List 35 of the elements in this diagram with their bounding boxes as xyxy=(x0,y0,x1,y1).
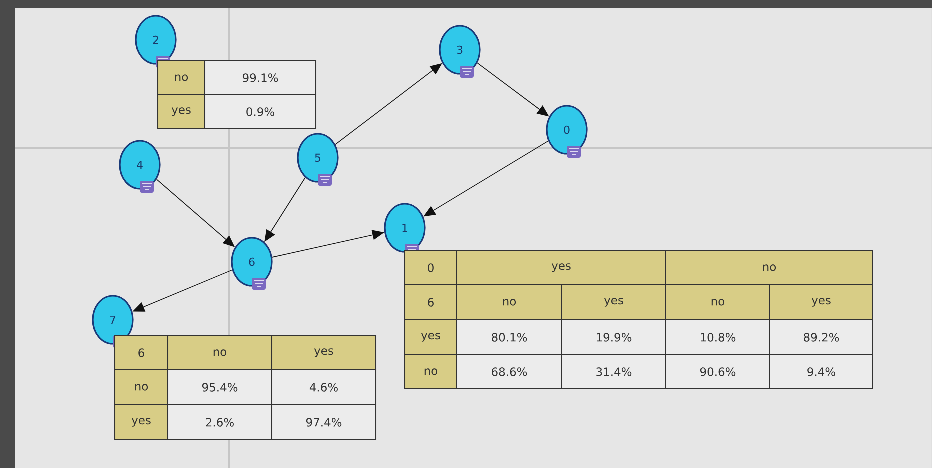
table-cell: yes xyxy=(562,284,666,320)
table-cell: yes xyxy=(158,94,206,130)
table-cell: no xyxy=(666,250,874,286)
table-cell: 99.1% xyxy=(204,60,316,96)
variable-node: 0 xyxy=(546,105,588,155)
table-cell: 6 xyxy=(404,284,458,320)
table-cell: 80.1% xyxy=(456,320,562,356)
variable-node: 2 xyxy=(135,15,177,65)
table-cell: 89.2% xyxy=(770,320,874,356)
table-cell: yes xyxy=(272,336,376,370)
table-cell: yes xyxy=(404,320,458,356)
variable-node: 4 xyxy=(119,140,161,190)
table-cell: 9.4% xyxy=(770,354,874,390)
table-cell: no xyxy=(158,60,206,96)
table-cell: no xyxy=(114,370,168,406)
variable-node: 3 xyxy=(439,25,481,75)
table-cell: yes xyxy=(770,284,874,320)
table-cell: 2.6% xyxy=(168,404,272,440)
table-cell: 0.9% xyxy=(204,94,316,130)
table-cell: 0 xyxy=(404,250,458,286)
table-cell: no xyxy=(666,284,770,320)
table-cell: 10.8% xyxy=(666,320,770,356)
table-cell: 4.6% xyxy=(272,370,376,406)
table-cell: 68.6% xyxy=(456,354,562,390)
table-cell: 19.9% xyxy=(562,320,666,356)
table-cell: 31.4% xyxy=(562,354,666,390)
table-cell: no xyxy=(404,354,458,390)
table-cell: 90.6% xyxy=(666,354,770,390)
variable-node: 1 xyxy=(384,203,426,253)
table-cell: 97.4% xyxy=(272,404,376,440)
table-cell: 95.4% xyxy=(168,370,272,406)
table-cell: yes xyxy=(114,404,168,440)
variable-node: 6 xyxy=(231,237,273,287)
variable-node: 5 xyxy=(297,133,339,183)
table-cell: no xyxy=(168,336,272,370)
